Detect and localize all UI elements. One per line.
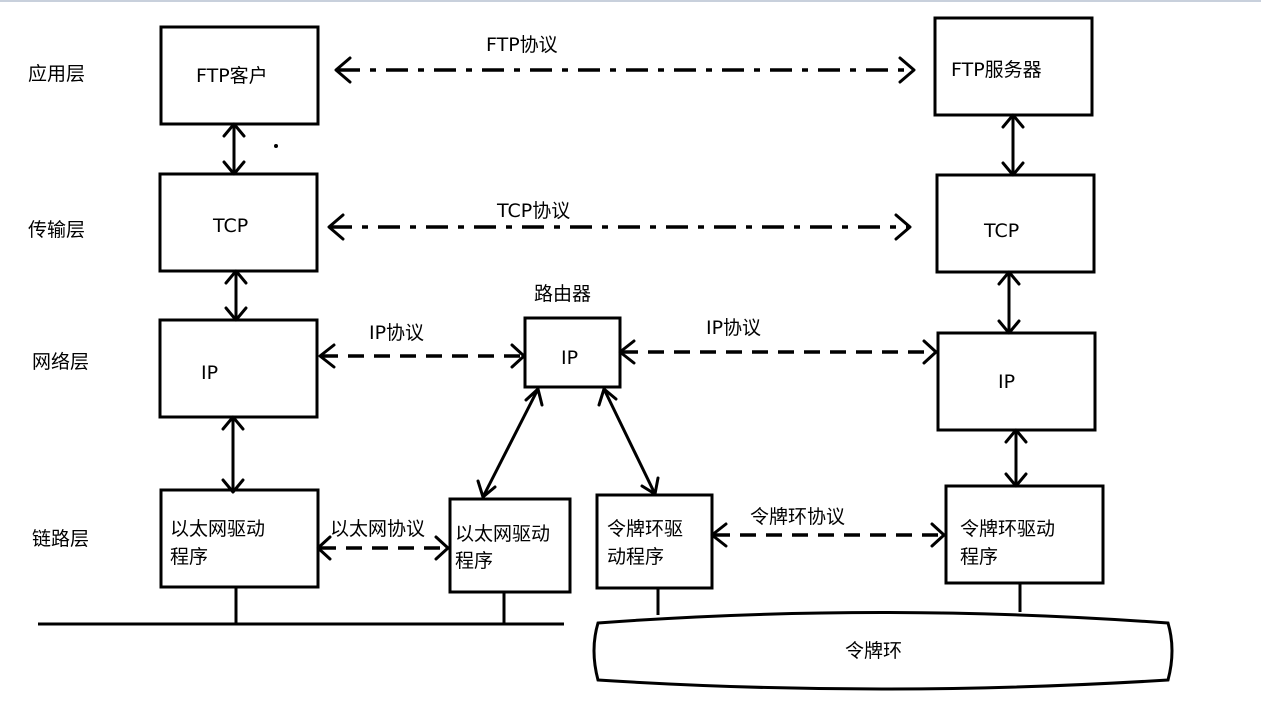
- eth-driver-left-box: [159, 488, 320, 589]
- token-protocol-label: 令牌环协议: [750, 506, 845, 528]
- ip-right-box: [936, 331, 1097, 432]
- eth-driver-router-label-1: 以太网驱动: [455, 523, 550, 545]
- stray-dot: [274, 144, 278, 148]
- ip-protocol-left-label: IP协议: [369, 322, 424, 344]
- token-ring-label: 令牌环: [845, 640, 902, 662]
- ethernet-protocol-label: 以太网协议: [330, 518, 425, 540]
- arrow-router-ip-eth: [476, 387, 544, 499]
- token-driver-right-box: [944, 484, 1105, 585]
- layer-label-link: 链路层: [32, 528, 89, 550]
- ftp-server-label: FTP服务器: [951, 59, 1042, 81]
- token-driver-right-label-1: 令牌环驱动: [960, 518, 1055, 540]
- arrow-router-ip-token: [597, 387, 660, 496]
- ip-protocol-right-label: IP协议: [706, 317, 761, 339]
- ftp-client-box: [159, 25, 320, 126]
- ftp-protocol-label: FTP协议: [486, 34, 558, 56]
- eth-driver-left-label-2: 程序: [170, 546, 208, 568]
- arrow-ip-token-right: [1004, 428, 1028, 488]
- router-label: 路由器: [534, 283, 591, 305]
- arrow-ftp-tcp-right: [1001, 113, 1025, 177]
- ip-router-label: IP: [561, 347, 578, 369]
- token-driver-router-label-2: 动程序: [607, 546, 664, 568]
- arrow-tcp-ip-right: [997, 270, 1021, 335]
- arrow-ip-protocol-left: [318, 343, 526, 369]
- arrow-tcp-ip-left: [224, 269, 248, 322]
- tcp-right-box: [935, 173, 1096, 274]
- token-ring-shape: [592, 583, 1174, 691]
- token-driver-router-label-1: 令牌环驱: [607, 518, 683, 540]
- eth-driver-left-label-1: 以太网驱动: [170, 518, 265, 540]
- layer-label-network: 网络层: [32, 351, 89, 373]
- arrow-ip-eth-left: [221, 415, 245, 494]
- arrow-token-protocol: [710, 522, 946, 548]
- tcp-left-box: [158, 172, 319, 273]
- tcp-right-label: TCP: [983, 220, 1019, 242]
- arrow-ip-protocol-right: [618, 339, 938, 365]
- tcp-left-label: TCP: [212, 215, 248, 237]
- eth-driver-router-box: [448, 497, 572, 594]
- tcp-protocol-label: TCP协议: [496, 200, 570, 222]
- ip-left-box: [158, 318, 319, 419]
- ethernet-bus: [38, 587, 564, 626]
- arrow-ethernet-protocol: [316, 535, 450, 561]
- ftp-client-label: FTP客户: [196, 65, 268, 87]
- arrow-ftp-tcp-left: [222, 122, 246, 176]
- arrow-tcp-protocol: [327, 213, 912, 241]
- ip-right-label: IP: [998, 371, 1015, 393]
- layer-label-transport: 传输层: [28, 219, 85, 241]
- eth-driver-router-label-2: 程序: [455, 550, 493, 572]
- arrow-ftp-protocol: [334, 56, 916, 84]
- token-driver-router-box: [595, 493, 714, 590]
- ftp-server-box: [933, 16, 1094, 117]
- layer-label-application: 应用层: [28, 63, 85, 85]
- token-driver-right-label-2: 程序: [960, 546, 998, 568]
- ip-left-label: IP: [201, 362, 218, 384]
